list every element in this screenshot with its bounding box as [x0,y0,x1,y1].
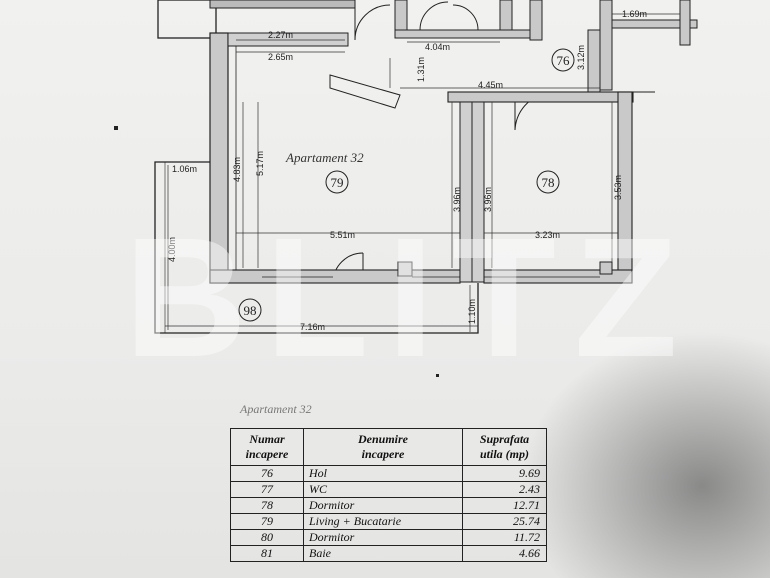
table-row: 77 WC 2.43 [230,481,547,498]
dim-2-65: 2.65m [268,52,293,62]
cell-room-name: WC [303,481,463,498]
dim-4-45: 4.45m [478,80,503,90]
room-marker-79: 79 [325,170,349,194]
dim-1-31: 1.31m [416,57,426,82]
room-number-76: 76 [557,53,571,68]
room-number-98: 98 [244,303,257,318]
cell-room-number: 77 [230,481,304,498]
balcony [154,161,479,334]
room-number-78: 78 [542,175,555,190]
cell-room-area: 9.69 [462,465,547,482]
dim-4-00: 4.00m [167,237,177,262]
cell-room-name: Dormitor [303,497,463,514]
cell-room-number: 78 [230,497,304,514]
cell-room-name: Baie [303,545,463,562]
room-number-79: 79 [331,175,344,190]
ink-speck [114,126,118,130]
dim-2-27: 2.27m [268,30,293,40]
dim-4-04: 4.04m [425,42,450,52]
dim-3-12: 3.12m [576,45,586,70]
floor-plan-drawing: 2.27m 2.65m 4.04m 1.31m 4.45m 3.12m 1.69… [154,0,698,334]
cell-room-number: 80 [230,529,304,546]
dimension-lines [165,13,680,332]
dim-5-17: 5.17m [255,151,265,176]
cell-room-number: 79 [230,513,304,530]
room-marker-78: 78 [536,170,560,194]
table-row: 80 Dormitor 11.72 [230,529,547,546]
table-row: 78 Dormitor 12.71 [230,497,547,514]
ink-speck [436,374,439,377]
dim-4-83: 4.83m [232,157,242,182]
dim-3-96-a: 3.96m [452,187,462,212]
room-marker-76: 76 [551,48,575,72]
dim-3-53: 3.53m [613,175,623,200]
table-title: Apartament 32 [240,402,312,416]
cell-room-area: 25.74 [462,513,547,530]
dim-5-51: 5.51m [330,230,355,240]
cell-room-area: 11.72 [462,529,547,546]
room-walls [209,45,655,284]
dim-7-16: 7.16m [300,322,325,332]
cell-room-area: 4.66 [462,545,547,562]
dim-1-69: 1.69m [622,9,647,19]
top-left-block [157,0,356,39]
apartment-label: Apartament 32 [285,150,364,165]
dim-1-06: 1.06m [172,164,197,174]
cell-room-area: 12.71 [462,497,547,514]
dim-1-10: 1.10m [467,299,477,324]
table-row: 76 Hol 9.69 [230,465,547,482]
room-marker-98: 98 [238,298,262,322]
cell-room-number: 81 [230,545,304,562]
cell-room-name: Hol [303,465,463,482]
cell-room-name: Living + Bucatarie [303,513,463,530]
dim-3-96-b: 3.96m [483,187,493,212]
cell-room-name: Dormitor [303,529,463,546]
table-row: 81 Baie 4.66 [230,545,547,562]
cell-room-area: 2.43 [462,481,547,498]
table-row: 79 Living + Bucatarie 25.74 [230,513,547,530]
cell-room-number: 76 [230,465,304,482]
dim-3-23: 3.23m [535,230,560,240]
